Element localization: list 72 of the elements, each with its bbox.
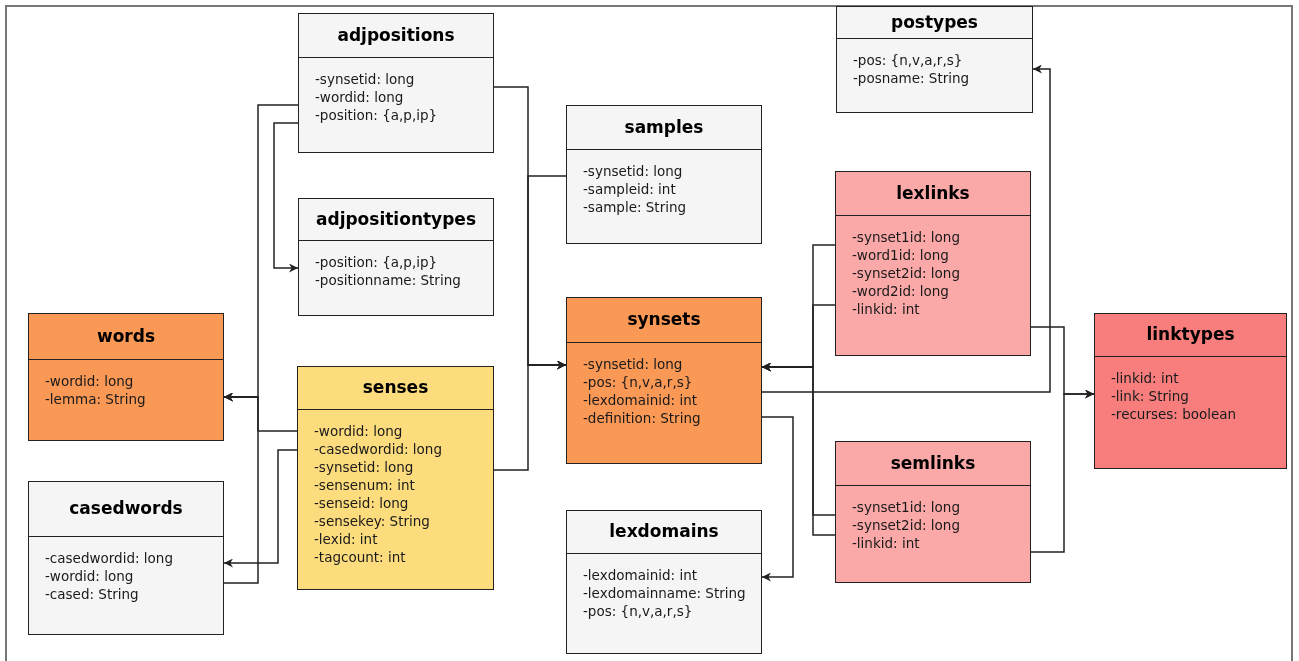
table-name: lexlinks xyxy=(896,181,970,205)
table-name: synsets xyxy=(627,308,701,332)
field-text: -tagcount: int xyxy=(314,548,407,566)
table-box xyxy=(566,105,762,244)
field-text: -cased: String xyxy=(45,585,140,603)
field-text: -lexid: int xyxy=(314,530,379,548)
field-text: -synsetid: long xyxy=(583,355,684,373)
table-box xyxy=(835,441,1031,583)
table-box xyxy=(566,297,762,464)
field-text: -recurses: boolean xyxy=(1111,405,1238,423)
field-text: -lexdomainname: String xyxy=(583,584,747,602)
field-text: -lexdomainid: int xyxy=(583,391,698,409)
field-text: -synset2id: long xyxy=(852,264,961,282)
field-text: -synsetid: long xyxy=(314,458,415,476)
field-text: -synset1id: long xyxy=(852,498,961,516)
table-box xyxy=(28,313,224,441)
table-box xyxy=(298,198,494,316)
field-text: -lexdomainid: int xyxy=(583,566,698,584)
table-box xyxy=(297,366,494,590)
field-text: -synset1id: long xyxy=(852,228,961,246)
table-name: words xyxy=(96,324,156,348)
connector-arrow xyxy=(761,64,1051,393)
field-text: -synsetid: long xyxy=(315,70,416,88)
field-text: -positionname: String xyxy=(315,271,462,289)
table-box xyxy=(835,171,1031,356)
field-text: -linkid: int xyxy=(852,534,921,552)
field-text: -lemma: String xyxy=(45,390,147,408)
table-name: samples xyxy=(624,115,704,139)
field-text: -linkid: int xyxy=(1111,369,1180,387)
field-text: -pos: {n,v,a,r,s} xyxy=(853,51,964,69)
table-name: senses xyxy=(362,376,429,400)
field-text: -definition: String xyxy=(583,409,702,427)
table-name: adjpositiontypes xyxy=(316,207,476,231)
field-text: -sensekey: String xyxy=(314,512,431,530)
field-text: -sample: String xyxy=(583,198,688,216)
field-text: -position: {a,p,ip} xyxy=(315,106,439,124)
connector-arrow xyxy=(223,449,298,568)
field-text: -synset2id: long xyxy=(852,516,961,534)
table-box xyxy=(298,13,494,153)
field-text: -wordid: long xyxy=(45,372,135,390)
table-box xyxy=(836,6,1033,113)
table-box xyxy=(28,481,224,635)
field-text: -link: String xyxy=(1111,387,1190,405)
field-text: -senseid: long xyxy=(314,494,410,512)
table-name: casedwords xyxy=(69,497,183,521)
field-text: -casedwordid: long xyxy=(45,549,174,567)
field-text: -pos: {n,v,a,r,s} xyxy=(583,373,694,391)
field-text: -sensenum: int xyxy=(314,476,416,494)
table-name: lexdomains xyxy=(609,520,719,544)
field-text: -casedwordid: long xyxy=(314,440,443,458)
connector-arrow xyxy=(223,392,259,584)
table-box xyxy=(1094,313,1287,469)
field-text: -position: {a,p,ip} xyxy=(315,253,439,271)
table-name: adjpositions xyxy=(337,23,455,47)
connector-arrow xyxy=(493,360,567,471)
field-text: -synsetid: long xyxy=(583,162,684,180)
field-text: -wordid: long xyxy=(315,88,405,106)
field-text: -posname: String xyxy=(853,69,971,87)
field-text: -sampleid: int xyxy=(583,180,677,198)
field-text: -word2id: long xyxy=(852,282,950,300)
connector-arrow xyxy=(1030,389,1095,553)
field-text: -pos: {n,v,a,r,s} xyxy=(583,602,694,620)
connector-arrow xyxy=(273,122,299,273)
field-text: -wordid: long xyxy=(314,422,404,440)
field-text: -wordid: long xyxy=(45,567,135,585)
field-text: -word1id: long xyxy=(852,246,950,264)
table-box xyxy=(566,510,762,654)
table-name: semlinks xyxy=(890,451,976,475)
field-text: -linkid: int xyxy=(852,300,921,318)
table-name: postypes xyxy=(891,10,978,34)
connector-arrow xyxy=(761,416,794,582)
table-name: linktypes xyxy=(1146,323,1235,347)
